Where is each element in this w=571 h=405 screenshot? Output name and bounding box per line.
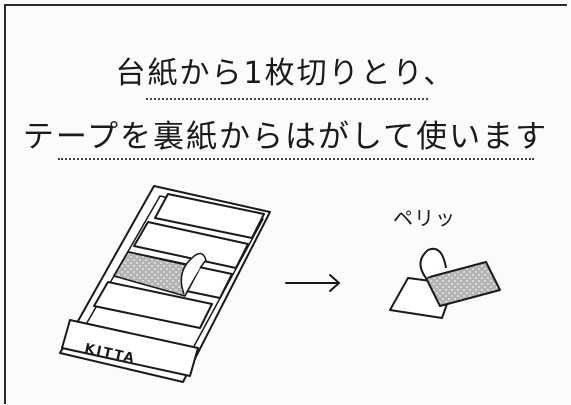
tape-strip <box>133 221 249 269</box>
peeled-tape-piece <box>389 247 501 319</box>
heading-underline-2 <box>58 158 534 160</box>
tape-strip <box>93 281 213 329</box>
peeled-tape-on-sheet <box>113 251 207 297</box>
card-frame <box>4 4 567 404</box>
right-arrow-icon <box>285 274 341 292</box>
heading-line-2: テープを裏紙からはがして使います <box>22 119 549 155</box>
tape-sheet-illustration <box>59 185 271 383</box>
tape-strip <box>154 193 265 239</box>
heading-underline-1 <box>146 98 428 100</box>
peel-sound-label: ペリッ <box>393 206 456 230</box>
heading-line-1: 台紙から1枚切りとり、 <box>115 56 456 91</box>
